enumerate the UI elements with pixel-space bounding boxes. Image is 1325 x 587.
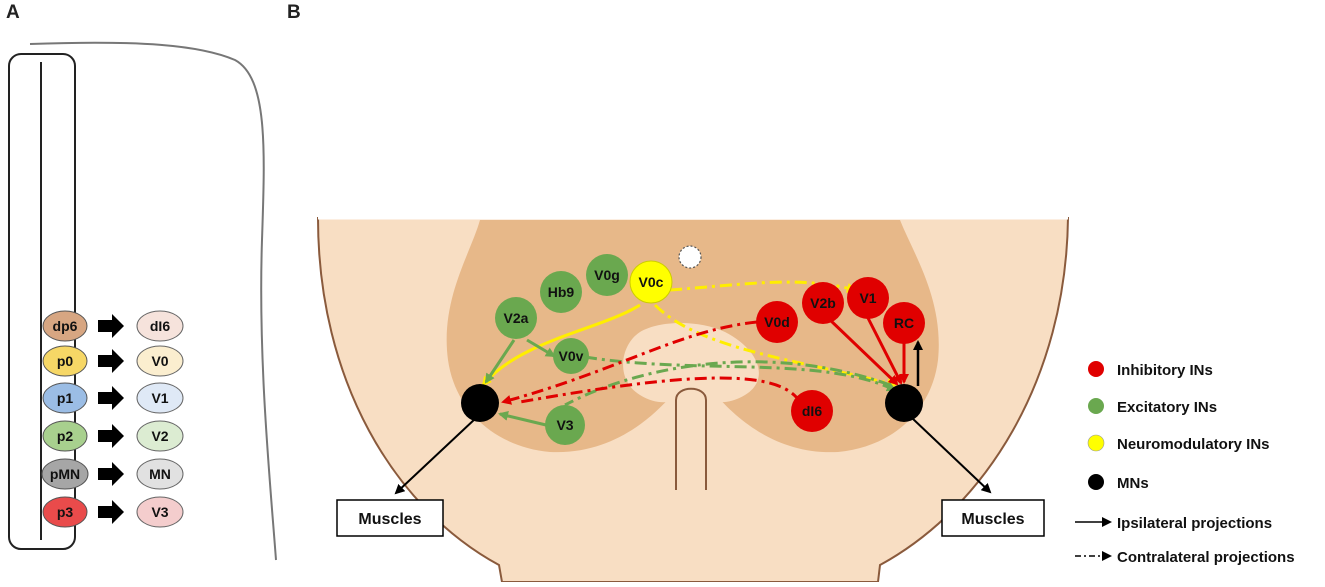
node-v1 — [847, 277, 889, 319]
legend-label: Inhibitory INs — [1117, 362, 1213, 379]
node-v3-label: V3 — [556, 417, 573, 433]
node-v0c-label: V0c — [639, 274, 664, 290]
neuron-class-v3 — [136, 496, 184, 528]
node-v3 — [545, 405, 585, 445]
projection-v0c-ipsi — [481, 303, 641, 387]
muscles-right-label: Muscles — [961, 511, 1024, 528]
neuron-class-mn — [136, 458, 184, 490]
node-hb9 — [540, 271, 582, 313]
projection-v2a-v0v — [526, 338, 556, 358]
neuron-class-v2 — [136, 420, 184, 452]
muscles-left-box: Muscles — [336, 499, 444, 537]
node-v2b — [802, 282, 844, 324]
legend-inhibitory-dot — [1088, 361, 1104, 377]
central-canal — [678, 245, 702, 269]
progenitor-row: p3 V3 — [42, 496, 184, 528]
muscles-left-label: Muscles — [358, 511, 421, 528]
projection-di6-contra — [519, 376, 802, 404]
progenitor-label: p3 — [57, 504, 74, 520]
legend-label: Neuromodulatory INs — [1117, 436, 1270, 453]
neuron-class-label: MN — [149, 466, 171, 482]
legend-label: Contralateral projections — [1117, 549, 1295, 566]
node-v2a — [495, 297, 537, 339]
node-v0d-label: V0d — [764, 314, 790, 330]
panel-b-letter: B — [287, 2, 301, 23]
node-v0v — [553, 338, 589, 374]
progenitor-row: dp6 dI6 — [42, 310, 184, 342]
projections — [394, 280, 992, 495]
neuron-class-label: dI6 — [150, 318, 170, 334]
ventral-median-fissure — [675, 387, 707, 490]
projection-v2a-mn — [484, 339, 516, 384]
projection-mn-muscles-left — [394, 417, 477, 495]
legend-label: Ipsilateral projections — [1117, 515, 1272, 532]
progenitor-label: pMN — [50, 466, 80, 482]
neuron-class-label: V2 — [151, 428, 168, 444]
node-rc-label: RC — [894, 315, 914, 331]
neuron-class-label: V0 — [151, 353, 168, 369]
progenitor-label: dp6 — [53, 318, 78, 334]
progenitor-domain-dp6 — [42, 310, 88, 342]
progenitor-row: p0 V0 — [42, 345, 184, 377]
progenitor-domain-p1 — [42, 382, 88, 414]
node-v0v-label: V0v — [559, 348, 584, 364]
projection-v2b-mn — [826, 316, 899, 386]
projection-v1-mn — [866, 317, 903, 385]
progenitor-rows: dp6 dI6 p0 V0 p1 V1 p2 V2 — [41, 310, 184, 528]
node-v0d — [756, 301, 798, 343]
projection-v3-mn — [498, 410, 547, 427]
progenitor-row: p1 V1 — [42, 382, 184, 414]
neuron-class-label: V1 — [151, 390, 168, 406]
legend-label: Excitatory INs — [1117, 399, 1217, 416]
projection-v0v-contra — [584, 355, 897, 392]
progenitor-domain-p0 — [42, 345, 88, 377]
right-arrow-icon — [98, 500, 124, 524]
legend-neuromodulatory-dot — [1087, 434, 1105, 452]
progenitor-label: p1 — [57, 390, 74, 406]
right-arrow-icon — [98, 424, 124, 448]
muscles-right-box: Muscles — [941, 499, 1045, 537]
node-v1-label: V1 — [859, 290, 876, 306]
node-v0g — [586, 254, 628, 296]
projection-v0d-contra — [501, 320, 758, 405]
right-arrow-icon — [98, 462, 124, 486]
neuron-class-v0 — [136, 345, 184, 377]
neuron-class-label: V3 — [151, 504, 168, 520]
node-di6 — [791, 390, 833, 432]
node-v0g-label: V0g — [594, 267, 620, 283]
motor-neuron-left — [461, 384, 499, 422]
node-rc — [883, 302, 925, 344]
node-hb9-label: Hb9 — [548, 284, 575, 300]
neural-tube-outline — [8, 41, 277, 561]
panel-a-letter: A — [6, 2, 20, 23]
interneurons: V2a Hb9 V0g V0c V0v V3 V2b V1 RC V0d dI6 — [461, 254, 925, 445]
progenitor-label: p0 — [57, 353, 74, 369]
node-v2a-label: V2a — [504, 310, 529, 326]
legend-label: MNs — [1117, 475, 1149, 492]
projection-mn-muscles-right — [911, 417, 992, 494]
progenitor-row: pMN MN — [41, 458, 184, 490]
node-v0c — [629, 260, 673, 304]
progenitor-row: p2 V2 — [42, 420, 184, 452]
neuron-class-di6 — [136, 310, 184, 342]
right-arrow-icon — [98, 314, 124, 338]
legend-excitatory-dot — [1088, 398, 1104, 414]
node-di6-label: dI6 — [802, 403, 822, 419]
right-arrow-icon — [98, 386, 124, 410]
progenitor-domain-p2 — [42, 420, 88, 452]
progenitor-domain-p3 — [42, 496, 88, 528]
neuron-class-v1 — [136, 382, 184, 414]
legend: Inhibitory INs Excitatory INs Neuromodul… — [1075, 361, 1295, 566]
progenitor-domain-pmn — [41, 458, 89, 490]
right-arrow-icon — [98, 349, 124, 373]
node-v2b-label: V2b — [810, 295, 836, 311]
legend-mn-dot — [1088, 474, 1104, 490]
motor-neuron-right — [885, 384, 923, 422]
progenitor-label: p2 — [57, 428, 74, 444]
